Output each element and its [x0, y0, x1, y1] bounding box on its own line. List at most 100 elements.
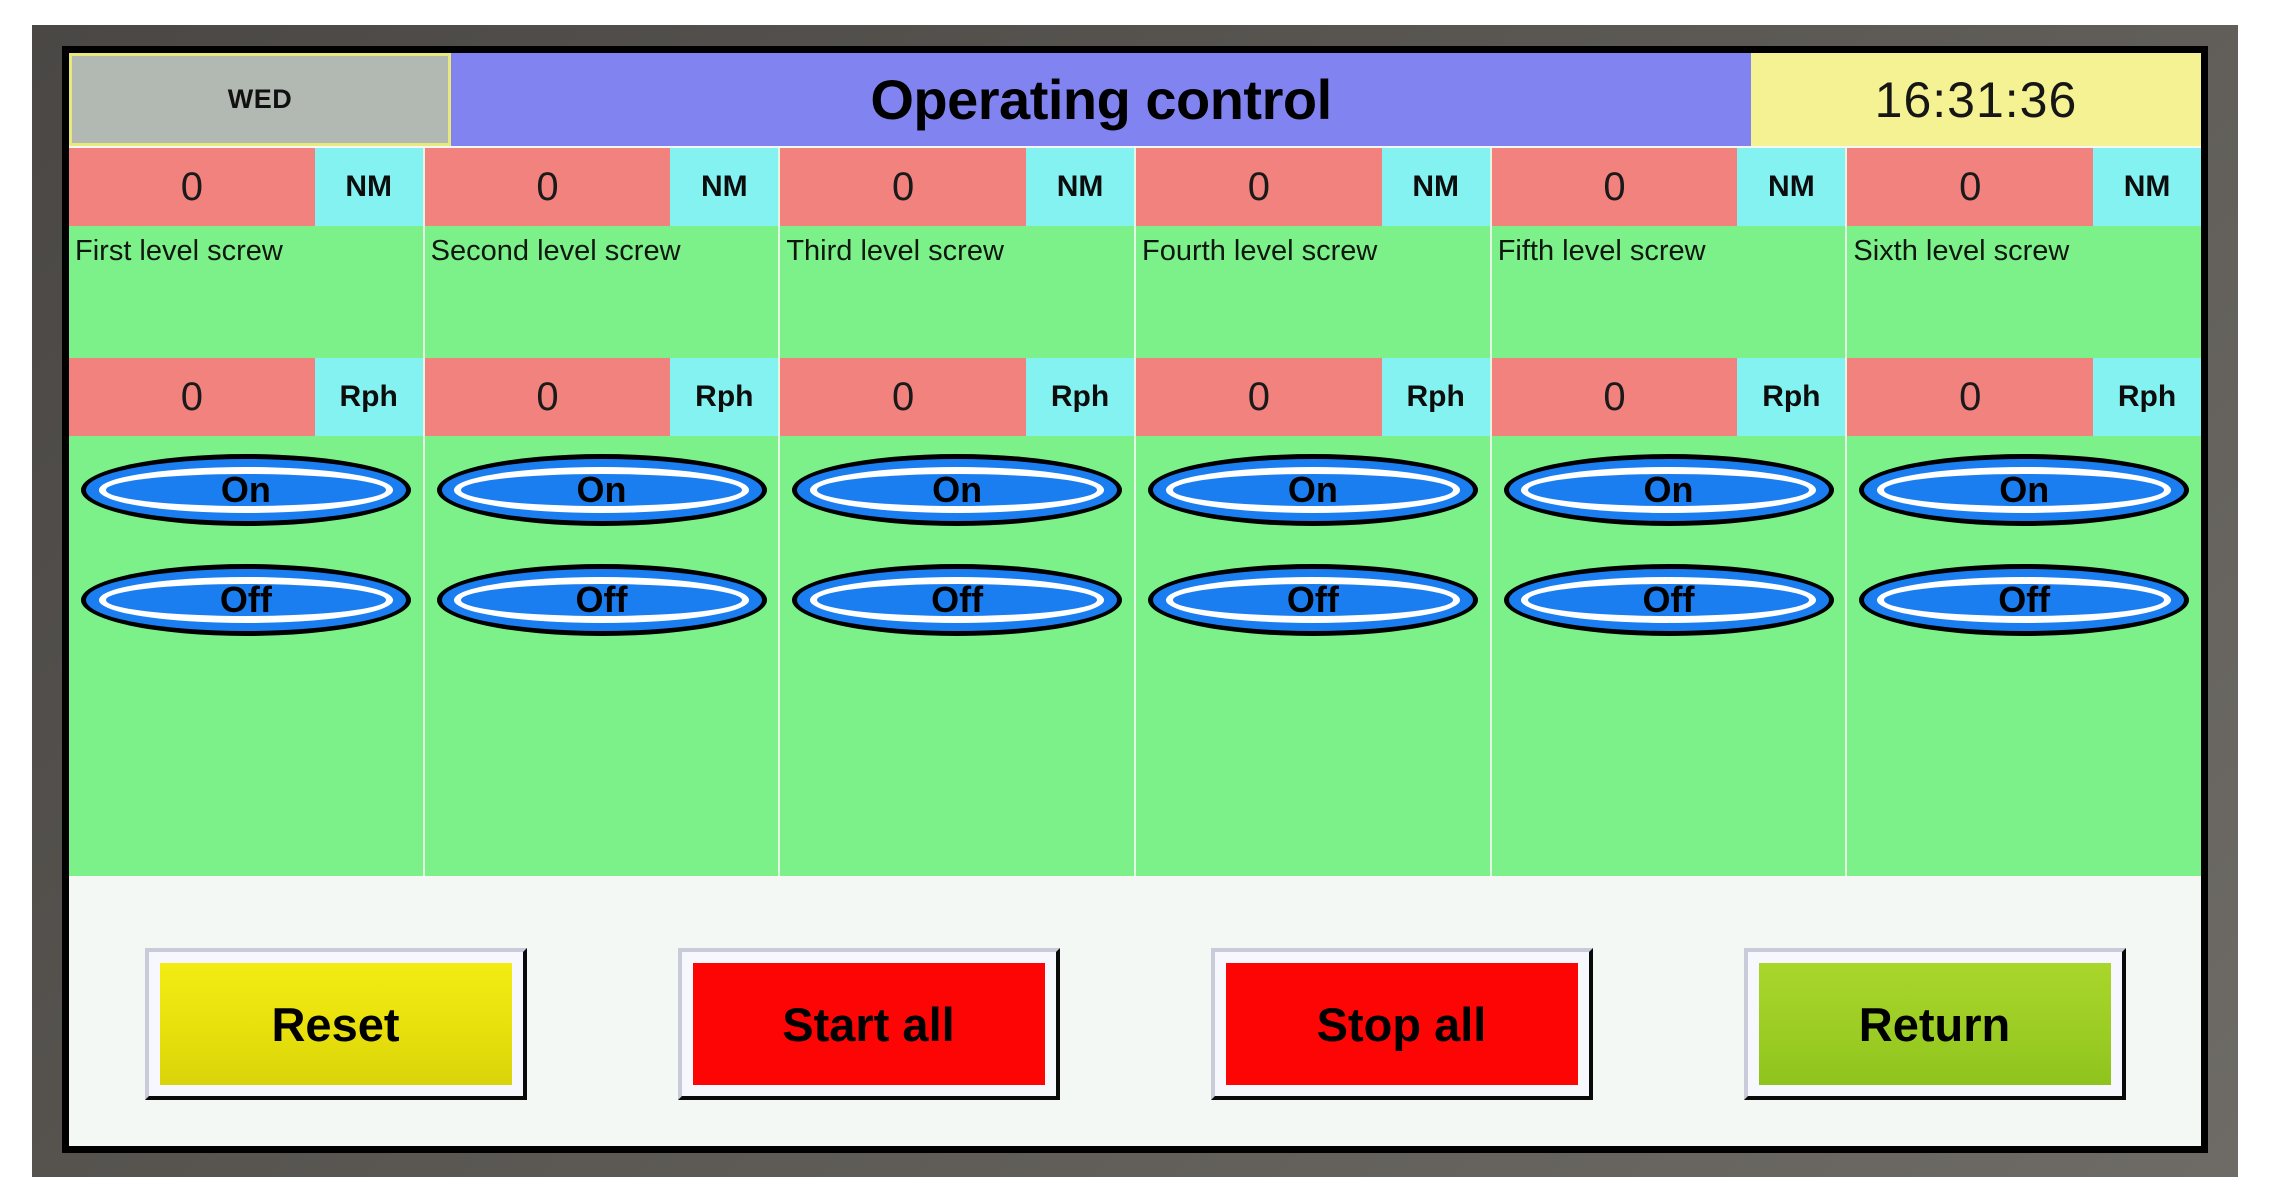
speed-value-6[interactable]: 0	[1847, 358, 2094, 436]
torque-unit-4: NM	[1381, 148, 1490, 226]
off-button-label-5: Off	[1642, 579, 1695, 620]
torque-value-6[interactable]: 0	[1847, 148, 2094, 226]
on-button-1[interactable]: On	[80, 454, 411, 526]
torque-value-4[interactable]: 0	[1136, 148, 1382, 226]
speed-value-1[interactable]: 0	[69, 358, 315, 436]
torque-row-1: 0 NM	[69, 148, 423, 226]
start-all-button-label: Start all	[782, 997, 955, 1051]
day-of-week-display: WED	[69, 53, 451, 146]
bottom-bar: Reset Start all	[69, 876, 2201, 1146]
torque-unit-1: NM	[314, 148, 423, 226]
off-button-6[interactable]: Off	[1859, 564, 2190, 636]
on-button-label-4: On	[1287, 469, 1338, 510]
torque-unit-3: NM	[1026, 148, 1135, 226]
torque-row-5: 0 NM	[1491, 148, 1846, 226]
return-button-face: Return	[1758, 963, 2111, 1085]
torque-unit-6: NM	[2093, 148, 2201, 226]
screw-label-1: First level screw	[75, 235, 283, 267]
on-button-label-5: On	[1643, 469, 1694, 510]
speed-unit-4: Rph	[1381, 358, 1490, 436]
speed-row-6: 0 Rph	[1847, 358, 2201, 436]
torque-row-2: 0 NM	[424, 148, 779, 226]
off-button-1[interactable]: Off	[80, 564, 411, 636]
button-zone-4: On Off	[1136, 436, 1490, 876]
off-button-label-6: Off	[1998, 579, 2051, 620]
page-title-label: Operating control	[870, 68, 1332, 131]
reset-button-label: Reset	[271, 997, 400, 1051]
screw-column-4: 0 NM Fourth level screw 0 Rph On Off	[1136, 148, 1492, 876]
return-button[interactable]: Return	[1743, 948, 2126, 1100]
speed-unit-2: Rph	[670, 358, 779, 436]
off-button-2[interactable]: Off	[436, 564, 767, 636]
start-all-button-face: Start all	[692, 963, 1045, 1085]
on-button-5[interactable]: On	[1503, 454, 1834, 526]
stop-all-button-face: Stop all	[1225, 963, 1578, 1085]
on-button-label-3: On	[932, 469, 983, 510]
speed-row-4: 0 Rph	[1136, 358, 1490, 436]
off-button-label-3: Off	[931, 579, 984, 620]
day-of-week-label: WED	[227, 84, 293, 114]
button-zone-3: On Off	[780, 436, 1134, 876]
speed-row-5: 0 Rph	[1491, 358, 1846, 436]
torque-row-3: 0 NM	[780, 148, 1135, 226]
speed-value-4[interactable]: 0	[1136, 358, 1382, 436]
speed-unit-1: Rph	[314, 358, 423, 436]
screw-columns-grid: 0 NM First level screw 0 Rph On Off	[69, 148, 2201, 876]
reset-button[interactable]: Reset	[144, 948, 527, 1100]
torque-value-1[interactable]: 0	[69, 148, 315, 226]
torque-value-3[interactable]: 0	[780, 148, 1027, 226]
button-zone-2: On Off	[425, 436, 779, 876]
on-button-label-2: On	[576, 469, 627, 510]
speed-unit-5: Rph	[1737, 358, 1846, 436]
speed-unit-6: Rph	[2093, 358, 2201, 436]
torque-row-4: 0 NM	[1136, 148, 1490, 226]
on-button-label-1: On	[220, 469, 271, 510]
screw-label-6: Sixth level screw	[1853, 235, 2070, 267]
button-zone-1: On Off	[69, 436, 423, 876]
screw-label-5: Fifth level screw	[1497, 235, 1706, 267]
screw-column-5: 0 NM Fifth level screw 0 Rph On Off	[1491, 148, 1848, 876]
on-button-label-6: On	[1999, 469, 2050, 510]
on-button-4[interactable]: On	[1147, 454, 1478, 526]
reset-button-face: Reset	[159, 963, 512, 1085]
action-slot-reset: Reset	[69, 948, 602, 1100]
screw-label-3: Third level screw	[786, 235, 1004, 267]
header-bar: WED Operating control 16:31:36	[69, 53, 2201, 146]
off-button-5[interactable]: Off	[1503, 564, 1834, 636]
off-button-3[interactable]: Off	[792, 564, 1123, 636]
screw-column-6: 0 NM Sixth level screw 0 Rph On Off	[1847, 148, 2201, 876]
start-all-button[interactable]: Start all	[677, 948, 1060, 1100]
torque-unit-5: NM	[1737, 148, 1846, 226]
speed-value-3[interactable]: 0	[780, 358, 1027, 436]
page-title: Operating control	[451, 53, 1751, 146]
speed-row-3: 0 Rph	[780, 358, 1135, 436]
speed-unit-3: Rph	[1026, 358, 1135, 436]
control-panel: WED Operating control 16:31:36 0 NM Fi	[69, 53, 2201, 1146]
stop-all-button[interactable]: Stop all	[1210, 948, 1593, 1100]
action-slot-stop-all: Stop all	[1135, 948, 1668, 1100]
screw-label-4: Fourth level screw	[1142, 235, 1378, 267]
screen-frame: WED Operating control 16:31:36 0 NM Fi	[62, 46, 2208, 1153]
on-button-2[interactable]: On	[436, 454, 767, 526]
action-slot-return: Return	[1668, 948, 2201, 1100]
action-slot-start-all: Start all	[602, 948, 1135, 1100]
screw-column-3: 0 NM Third level screw 0 Rph On Off	[780, 148, 1137, 876]
clock-label: 16:31:36	[1874, 71, 2078, 128]
clock-display: 16:31:36	[1751, 53, 2201, 146]
off-button-label-2: Off	[575, 579, 628, 620]
torque-value-5[interactable]: 0	[1491, 148, 1738, 226]
off-button-label-1: Off	[219, 579, 272, 620]
button-zone-5: On Off	[1492, 436, 1846, 876]
off-button-4[interactable]: Off	[1147, 564, 1478, 636]
torque-value-2[interactable]: 0	[424, 148, 671, 226]
on-button-6[interactable]: On	[1859, 454, 2190, 526]
speed-value-5[interactable]: 0	[1491, 358, 1738, 436]
screw-label-2: Second level screw	[430, 235, 681, 267]
stop-all-button-label: Stop all	[1316, 997, 1487, 1051]
button-zone-6: On Off	[1847, 436, 2201, 876]
torque-unit-2: NM	[670, 148, 779, 226]
speed-value-2[interactable]: 0	[424, 358, 671, 436]
on-button-3[interactable]: On	[792, 454, 1123, 526]
screw-column-2: 0 NM Second level screw 0 Rph On Off	[424, 148, 781, 876]
